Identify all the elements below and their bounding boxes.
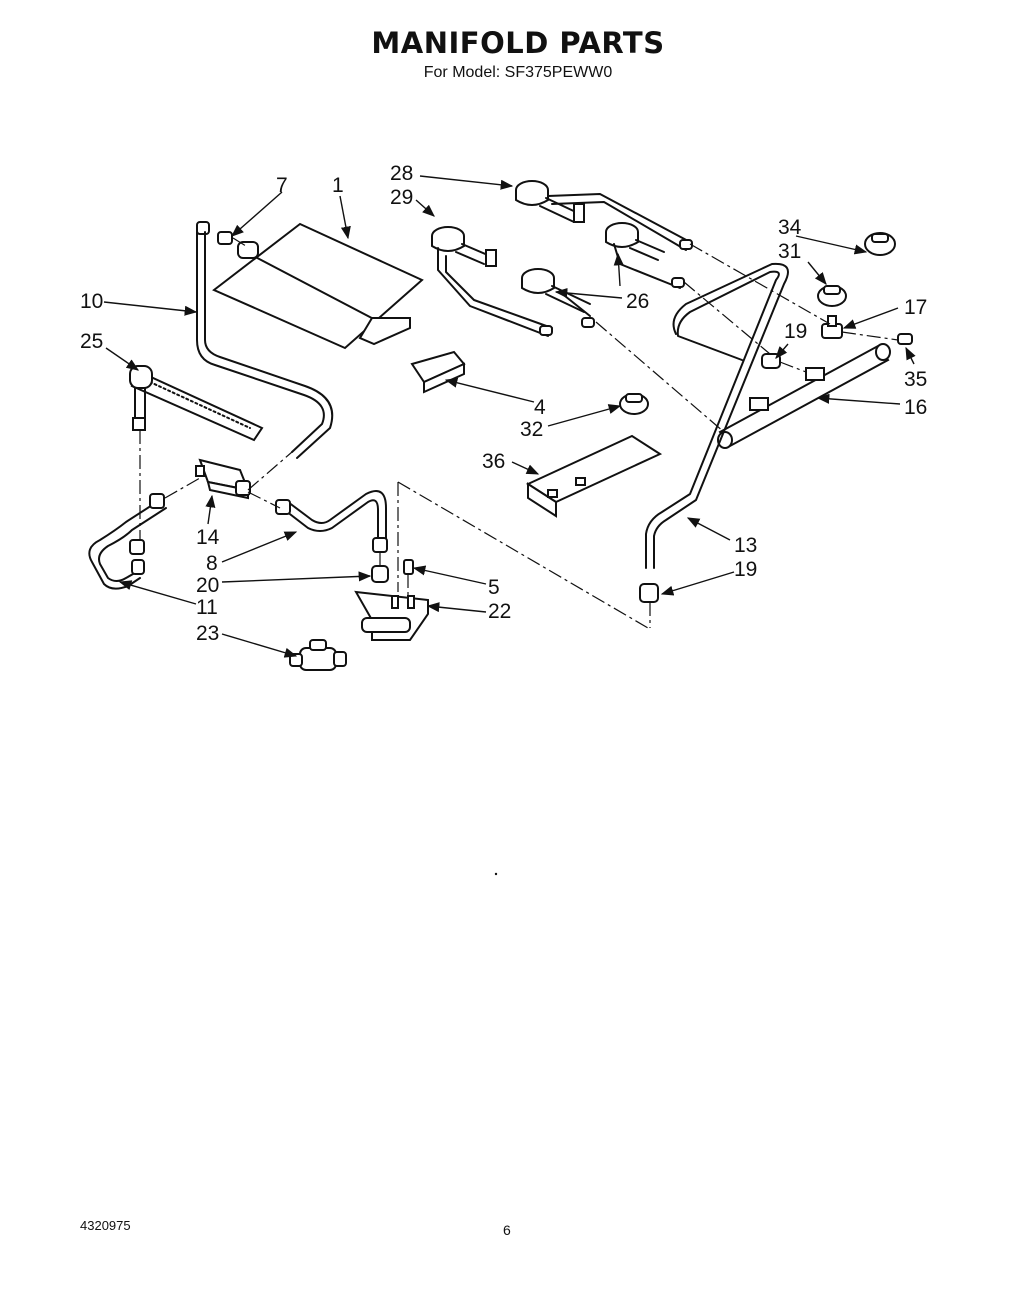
fitting-35 (897, 333, 913, 345)
knob-31 (817, 285, 847, 307)
manifold-pipe-22 (354, 590, 429, 641)
orifice-hood-7 (196, 221, 233, 245)
callout-19-lower: 19 (734, 558, 757, 581)
page-title: MANIFOLD PARTS (371, 26, 665, 60)
callout-4: 4 (534, 396, 546, 419)
callout-32: 32 (520, 418, 543, 441)
callout-28: 28 (390, 162, 413, 185)
leader-lines (103, 175, 916, 658)
callout-29: 29 (390, 186, 413, 209)
oven-burner-tube (88, 493, 167, 590)
callout-31: 31 (778, 240, 801, 263)
control-bracket-36 (525, 434, 663, 518)
callout-14: 14 (196, 526, 220, 549)
document-number: 4320975 (80, 1218, 131, 1233)
callout-25: 25 (80, 330, 103, 353)
callout-19-upper: 19 (784, 320, 807, 343)
fitting-20 (371, 565, 389, 583)
model-subtitle: For Model: SF375PEWW0 (423, 64, 613, 81)
callout-5: 5 (488, 576, 500, 599)
knob-34 (864, 232, 896, 256)
callout-10: 10 (80, 290, 103, 313)
callout-35: 35 (904, 368, 927, 391)
top-burner-26 (521, 268, 591, 313)
bracket-4 (410, 350, 466, 394)
fitting-5 (403, 559, 414, 575)
callout-36: 36 (482, 450, 505, 473)
top-burner-28 (515, 180, 585, 223)
pressure-regulator (289, 639, 347, 671)
broiler-shield-plate (212, 222, 424, 350)
top-burner-29 (431, 226, 497, 267)
callout-13: 13 (734, 534, 757, 557)
callout-26: 26 (626, 290, 649, 313)
callout-22: 22 (488, 600, 511, 623)
broiler-supply-tube (196, 229, 325, 453)
callout-11: 11 (196, 596, 218, 619)
oven-supply-tube (275, 490, 388, 553)
callout-23: 23 (196, 622, 219, 645)
tee-fitting-17 (821, 315, 843, 339)
callout-20: 20 (196, 574, 219, 597)
page-number: 6 (503, 1222, 511, 1238)
callout-16: 16 (904, 396, 927, 419)
callout-17: 17 (904, 296, 927, 319)
callout-7: 7 (276, 174, 288, 197)
top-burner-rear-right (605, 222, 665, 261)
callout-1: 1 (332, 174, 344, 197)
callout-34: 34 (778, 216, 802, 239)
fitting-19-lower (639, 583, 659, 603)
safety-valve (195, 458, 251, 500)
broiler-burner (129, 365, 264, 442)
callout-8: 8 (206, 552, 218, 575)
knob-32 (619, 393, 649, 415)
long-supply-tube (645, 270, 780, 569)
main-manifold-pipe (717, 343, 891, 449)
